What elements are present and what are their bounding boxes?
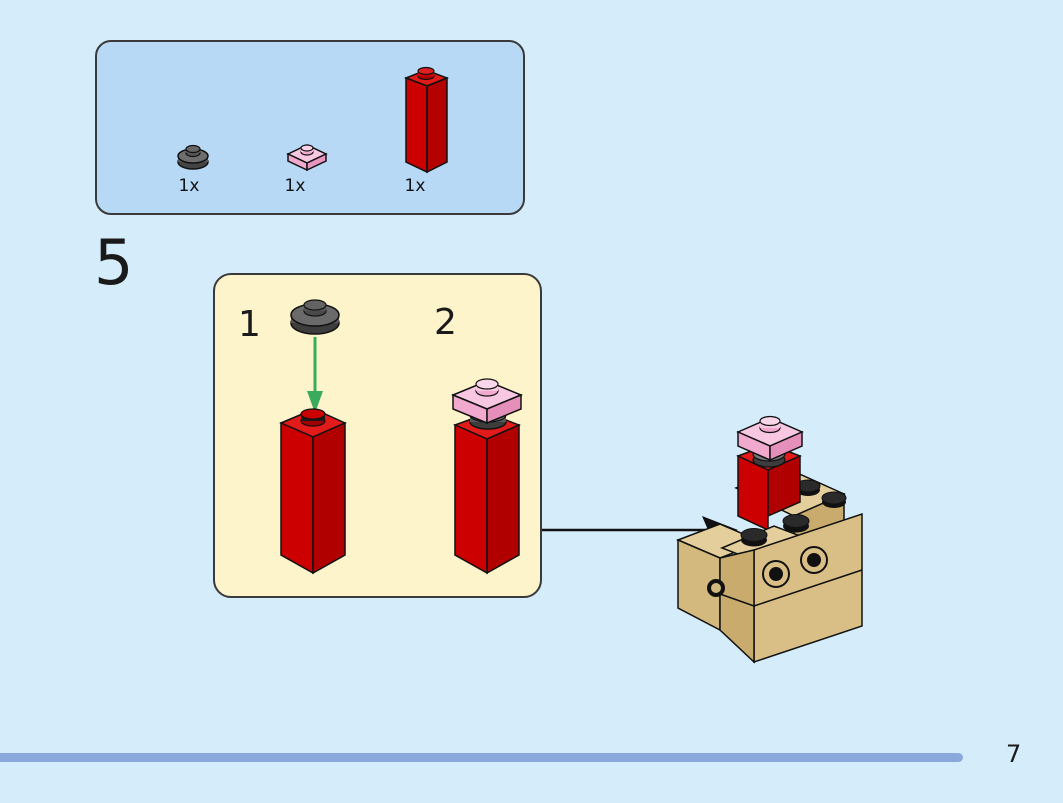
- sub-assembly-box: 1 2: [213, 273, 542, 598]
- sub-step-number: 1: [238, 304, 261, 345]
- green-placement-arrow: [307, 337, 323, 413]
- page-number: 7: [1006, 740, 1022, 768]
- part-quantity: 1x: [284, 176, 306, 196]
- round-plate-grey-part: [290, 299, 340, 335]
- part-quantity: 1x: [404, 176, 426, 196]
- brick-red-tall-part: [403, 66, 450, 174]
- parts-list-box: 1x 1x 1x: [95, 40, 525, 215]
- step-number: 5: [94, 226, 134, 299]
- brick-red-tall-part: [279, 408, 347, 575]
- main-model-assembly: [676, 415, 863, 664]
- part-quantity: 1x: [178, 176, 200, 196]
- plate-pink-part: [451, 378, 523, 425]
- sub-step-number: 2: [434, 302, 457, 343]
- progress-bar: [0, 753, 963, 762]
- round-plate-grey-part: [177, 144, 209, 170]
- plate-pink-part: [286, 144, 328, 172]
- brick-red-tall-part: [452, 412, 521, 575]
